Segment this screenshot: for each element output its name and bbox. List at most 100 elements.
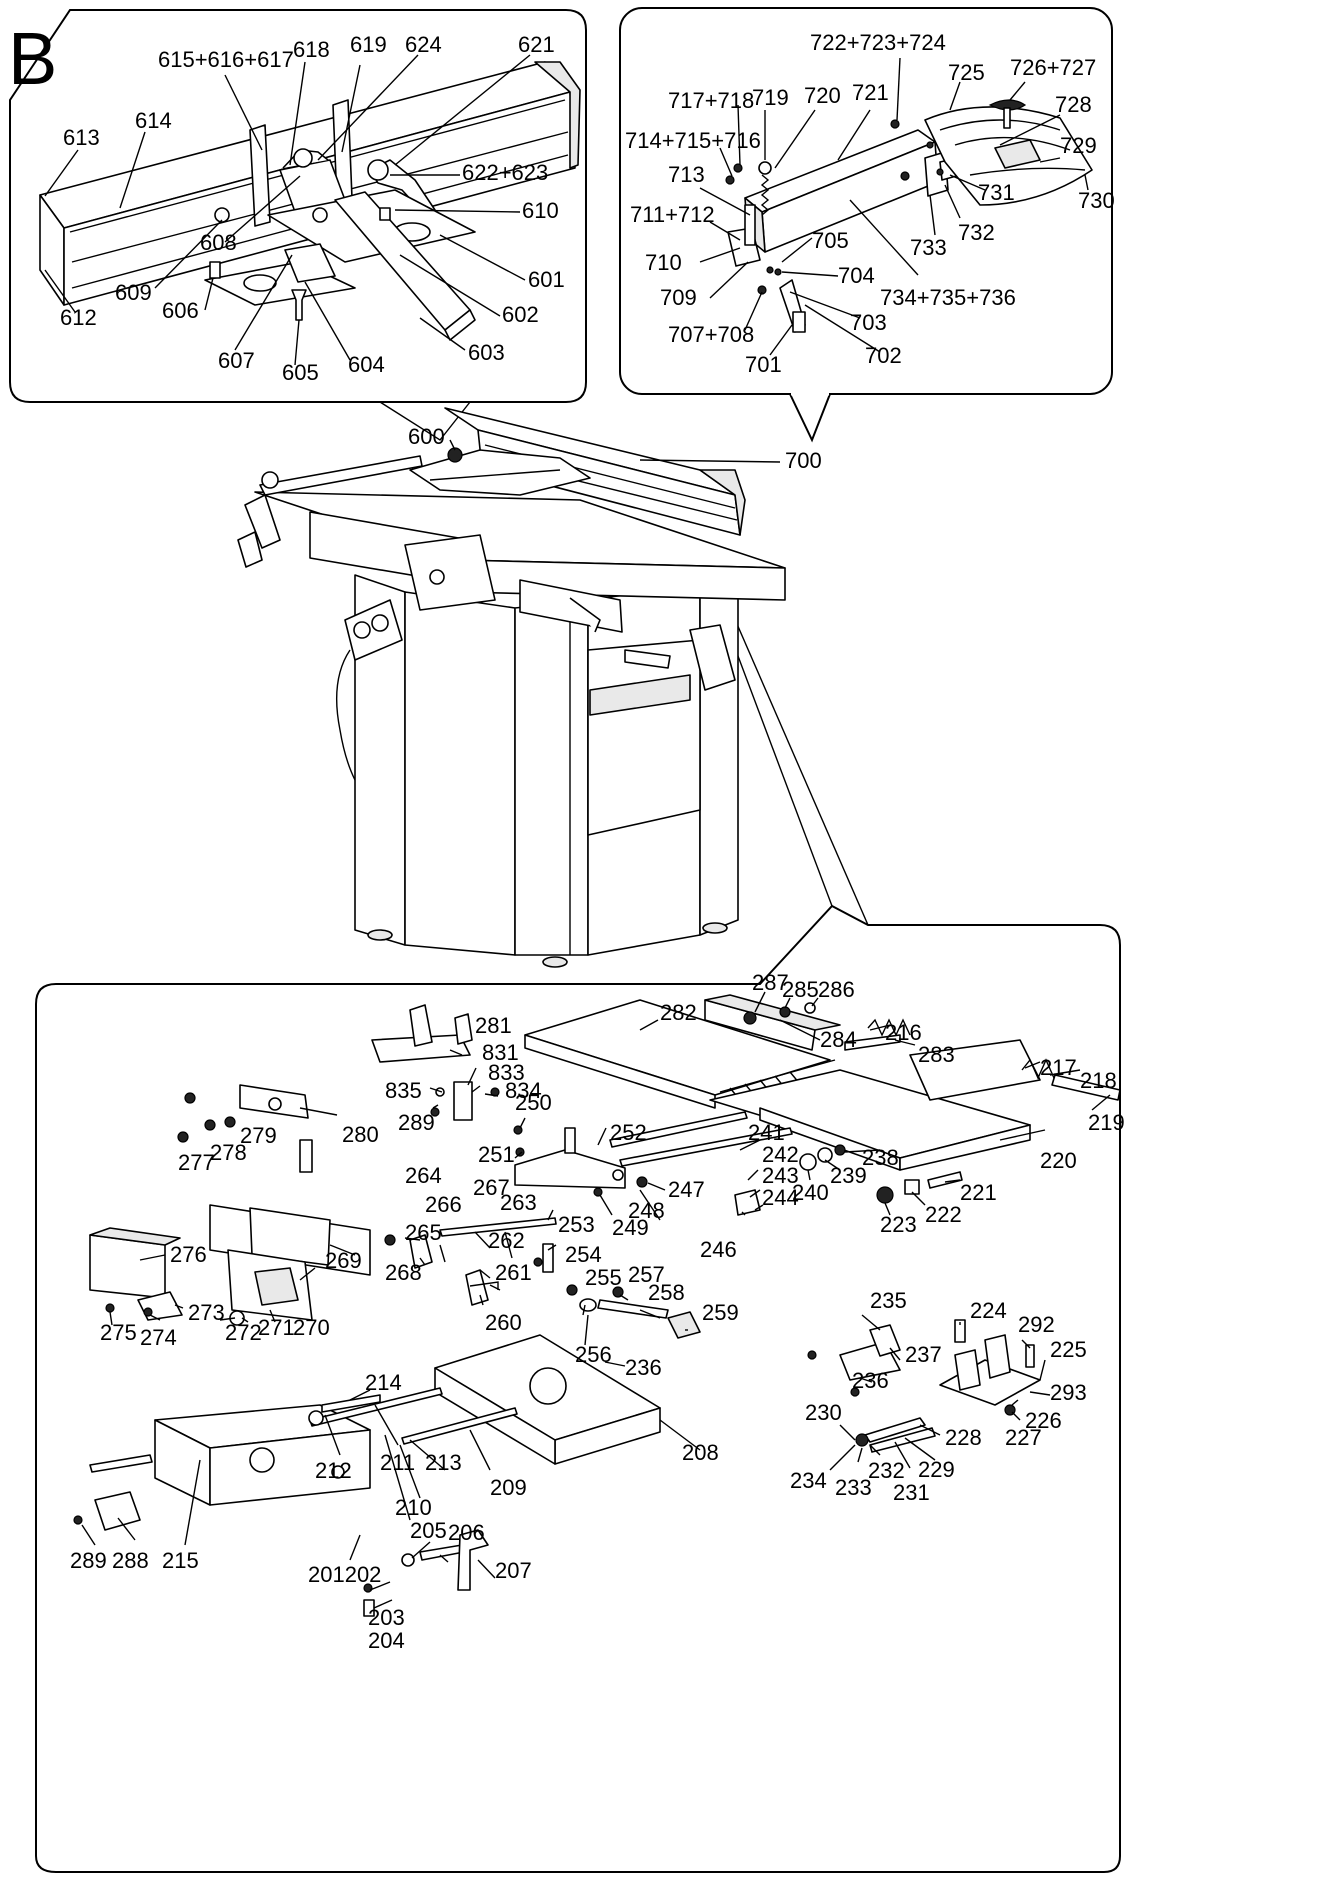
- label-707-708: 707+708: [668, 322, 754, 347]
- label-258: 258: [648, 1280, 685, 1305]
- label-264: 264: [405, 1163, 442, 1188]
- label-271: 271: [258, 1315, 295, 1340]
- label-293: 293: [1050, 1380, 1087, 1405]
- label-278: 278: [210, 1140, 247, 1165]
- lower-exploded-drawing: [73, 994, 1121, 1617]
- label-607: 607: [218, 348, 255, 373]
- label-204: 204: [368, 1628, 405, 1653]
- label-618: 618: [293, 37, 330, 62]
- label-208: 208: [682, 1440, 719, 1465]
- label-835: 835: [385, 1078, 422, 1103]
- label-710: 710: [645, 250, 682, 275]
- label-833: 833: [488, 1060, 525, 1085]
- label-705: 705: [812, 228, 849, 253]
- label-240: 240: [792, 1180, 829, 1205]
- label-248: 248: [628, 1198, 665, 1223]
- label-279: 279: [240, 1123, 277, 1148]
- label-238: 238: [862, 1145, 899, 1170]
- label-732: 732: [958, 220, 995, 245]
- label-224: 224: [970, 1298, 1007, 1323]
- label-229: 229: [918, 1457, 955, 1482]
- label-728: 728: [1055, 92, 1092, 117]
- label-720: 720: [804, 83, 841, 108]
- label-725: 725: [948, 60, 985, 85]
- label-228: 228: [945, 1425, 982, 1450]
- label-243: 243: [762, 1163, 799, 1188]
- label-702: 702: [865, 343, 902, 368]
- label-259: 259: [702, 1300, 739, 1325]
- label-218: 218: [1080, 1068, 1117, 1093]
- label-701: 701: [745, 352, 782, 377]
- label-266: 266: [425, 1192, 462, 1217]
- label-624: 624: [405, 32, 442, 57]
- label-257: 257: [628, 1262, 665, 1287]
- label-601: 601: [528, 267, 565, 292]
- section-letter: B: [8, 17, 57, 100]
- label-212: 212: [315, 1458, 352, 1483]
- label-275: 275: [100, 1320, 137, 1345]
- label-260: 260: [485, 1310, 522, 1335]
- label-222: 222: [925, 1202, 962, 1227]
- leader-lines-600: [44, 54, 531, 366]
- label-274: 274: [140, 1325, 177, 1350]
- label-612: 612: [60, 305, 97, 330]
- label-606: 606: [162, 298, 199, 323]
- label-267: 267: [473, 1175, 510, 1200]
- label-605: 605: [282, 360, 319, 385]
- label-249: 249: [612, 1215, 649, 1240]
- label-834: 834: [505, 1078, 542, 1103]
- label-608: 608: [200, 230, 237, 255]
- label-226: 226: [1025, 1408, 1062, 1433]
- label-613: 613: [63, 125, 100, 150]
- label-603: 603: [468, 340, 505, 365]
- label-213: 213: [425, 1450, 462, 1475]
- label-268: 268: [385, 1260, 422, 1285]
- label-292: 292: [1018, 1312, 1055, 1337]
- label-210: 210: [395, 1495, 432, 1520]
- label-254: 254: [565, 1242, 602, 1267]
- label-730: 730: [1078, 188, 1115, 213]
- label-622-623: 622+623: [462, 160, 548, 185]
- label-220: 220: [1040, 1148, 1077, 1173]
- label-287: 287: [752, 970, 789, 995]
- label-284: 284: [820, 1027, 857, 1052]
- label-282: 282: [660, 1000, 697, 1025]
- fence-assembly-drawing: [39, 61, 581, 341]
- label-729: 729: [1060, 133, 1097, 158]
- label-281: 281: [475, 1013, 512, 1038]
- label-277: 277: [178, 1150, 215, 1175]
- label-714-715-716: 714+715+716: [625, 128, 761, 153]
- label-269: 269: [325, 1248, 362, 1273]
- label-289-b: 289: [70, 1548, 107, 1573]
- label-270: 270: [293, 1315, 330, 1340]
- label-722-723-724: 722+723+724: [810, 30, 946, 55]
- label-253: 253: [558, 1212, 595, 1237]
- label-283: 283: [918, 1042, 955, 1067]
- label-235: 235: [870, 1288, 907, 1313]
- label-230: 230: [805, 1400, 842, 1425]
- label-713: 713: [668, 162, 705, 187]
- label-731: 731: [978, 180, 1015, 205]
- label-280: 280: [342, 1122, 379, 1147]
- label-610: 610: [522, 198, 559, 223]
- label-250: 250: [515, 1090, 552, 1115]
- label-619: 619: [350, 32, 387, 57]
- label-286: 286: [818, 977, 855, 1002]
- label-276: 276: [170, 1242, 207, 1267]
- label-227: 227: [1005, 1425, 1042, 1450]
- label-232: 232: [868, 1458, 905, 1483]
- label-206: 206: [448, 1520, 485, 1545]
- label-614: 614: [135, 108, 172, 133]
- leader-lines-700: [699, 57, 1089, 356]
- label-288: 288: [112, 1548, 149, 1573]
- label-234: 234: [790, 1468, 827, 1493]
- label-209: 209: [490, 1475, 527, 1500]
- label-721: 721: [852, 80, 889, 105]
- label-733: 733: [910, 235, 947, 260]
- label-709: 709: [660, 285, 697, 310]
- label-273: 273: [188, 1300, 225, 1325]
- label-734-735-736: 734+735+736: [880, 285, 1016, 310]
- label-223: 223: [880, 1212, 917, 1237]
- label-272: 272: [225, 1320, 262, 1345]
- label-621: 621: [518, 32, 555, 57]
